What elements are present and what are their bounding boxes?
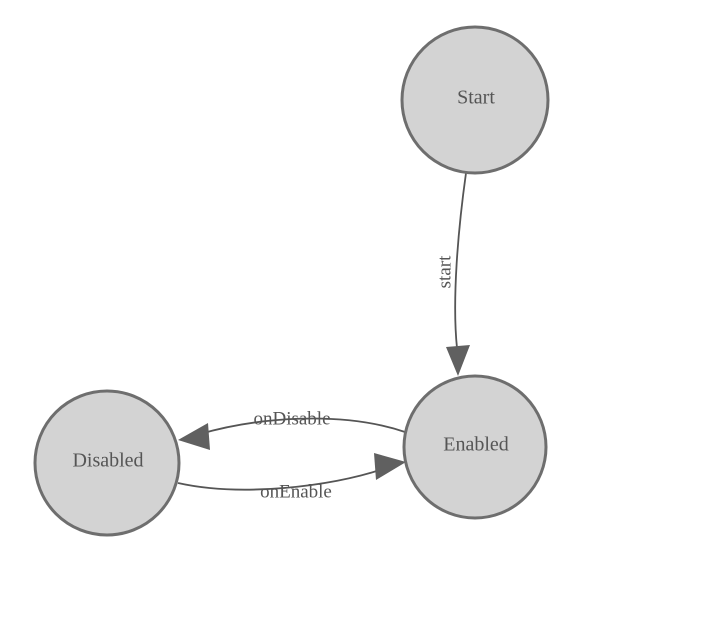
node-start[interactable]: Start (400, 25, 550, 175)
node-disabled-label: Disabled (72, 450, 143, 472)
node-enabled-circle (402, 374, 548, 520)
edge-label-ondisable: onDisable (253, 408, 330, 429)
node-enabled-label: Enabled (443, 434, 509, 456)
edge-label-onenable: onEnable (260, 481, 332, 502)
edge-start-to-enabled[interactable]: start (434, 172, 470, 376)
node-start-circle (400, 25, 550, 175)
edge-label-start: start (434, 255, 455, 288)
node-disabled-circle (33, 389, 181, 537)
edge-disabled-to-enabled[interactable]: onEnable (177, 453, 406, 502)
edge-start-to-enabled-line (454, 172, 467, 349)
edge-start-to-enabled-arrowhead (446, 345, 470, 376)
edge-disabled-to-enabled-line (177, 468, 384, 491)
node-start-label: Start (457, 87, 495, 109)
edge-enabled-to-disabled-line (199, 417, 406, 435)
edge-enabled-to-disabled[interactable]: onDisable (178, 408, 406, 450)
edge-enabled-to-disabled-arrowhead (178, 423, 210, 450)
node-disabled[interactable]: Disabled (33, 389, 181, 537)
node-enabled[interactable]: Enabled (402, 374, 548, 520)
edge-disabled-to-enabled-arrowhead (374, 453, 406, 480)
